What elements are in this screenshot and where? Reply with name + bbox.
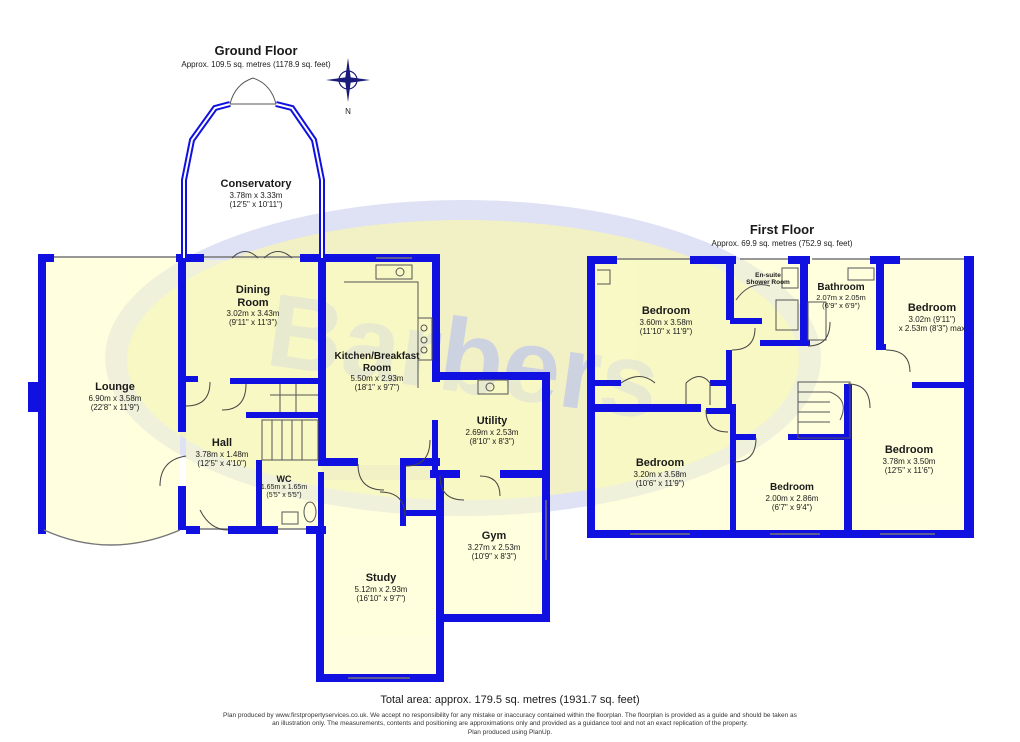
ground-floor-title: Ground Floor [214,43,298,58]
ground-floor-fixtures [261,264,509,525]
ground-floor-doors [159,251,501,531]
ground-floor-area: Approx. 109.5 sq. metres (1178.9 sq. fee… [181,60,331,69]
room-label-lounge: Lounge 6.90m x 3.58m (22'8" x 11'9") [88,381,142,412]
room-label-en-suite-shower-room: En-suite Shower Room [746,272,790,287]
disclaimer: Plan produced by www.firstpropertyservic… [180,712,840,737]
first-floor-doors [620,321,911,463]
first-floor-windows [617,258,964,535]
room-label-bedroom-1: Bedroom 3.60m x 3.58m (11'10" x 11'9") [639,305,693,336]
disclaimer-line-2: an illustration only. The measurements, … [272,720,748,728]
compass-north-label: N [345,107,351,116]
room-label-bathroom: Bathroom 2.07m x 2.05m (6'9" x 6'9") [816,282,866,311]
room-label-conservatory: Conservatory 3.78m x 3.33m (12'5" x 10'1… [220,178,292,209]
room-label-dining-room: Dining Room 3.02m x 3.43m (9'11" x 11'3"… [226,284,280,328]
total-area: Total area: approx. 179.5 sq. metres (19… [380,694,640,706]
room-label-wc: WC 1.65m x 1.65m (5'5" x 5'5") [260,474,308,500]
ground-floor-fill [42,258,546,675]
first-floor-title: First Floor [749,222,815,237]
compass-rose: N [326,58,370,116]
room-label-bedroom-4: Bedroom 2.00m x 2.86m (6'7" x 9'4") [765,482,819,512]
room-label-study: Study 5.12m x 2.93m (16'10" x 9'7") [354,572,408,603]
room-label-bedroom-3: Bedroom 3.20m x 3.58m (10'6" x 11'9") [633,457,687,488]
disclaimer-line-3: Plan produced using PlanUp. [467,728,553,736]
disclaimer-line-1: Plan produced by www.firstpropertyservic… [223,712,797,719]
room-label-kitchen-breakfast-room: Kitchen/Breakfast Room 5.50m x 2.93m (18… [334,351,420,393]
room-label-bedroom-5: Bedroom 3.78m x 3.50m (12'5" x 11'6") [882,444,936,475]
first-floor-fixtures [597,267,875,439]
ground-floor-windows [43,256,547,679]
room-label-utility: Utility 2.69m x 2.53m (8'10" x 8'3") [465,415,519,446]
room-label-bedroom-2: Bedroom 3.02m (9'11") x 2.53m (8'3") max [898,302,966,333]
conservatory-outline [181,77,325,258]
room-label-gym: Gym 3.27m x 2.53m (10'9" x 8'3") [467,530,521,561]
room-label-hall: Hall 3.78m x 1.48m (12'5" x 4'10") [195,437,249,468]
first-floor-area: Approx. 69.9 sq. metres (752.9 sq. feet) [711,239,853,248]
